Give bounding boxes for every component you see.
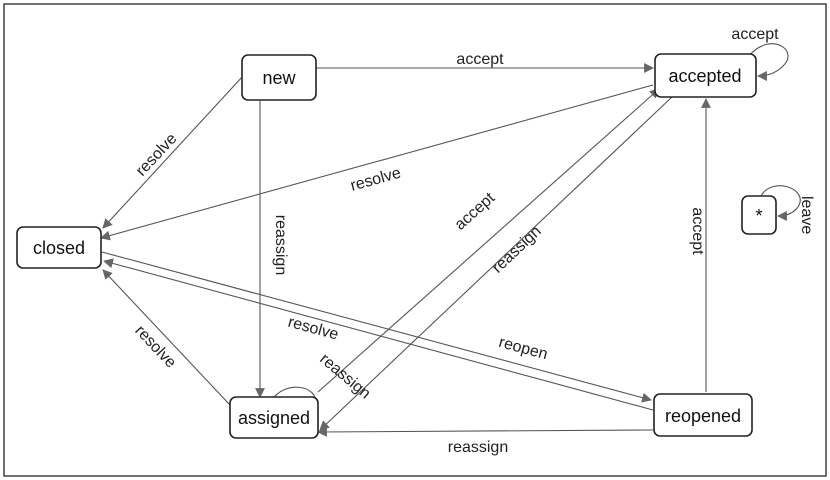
state-any-label: * (755, 206, 762, 226)
edge-assigned-accepted (317, 88, 660, 393)
state-closed-label: closed (33, 238, 85, 258)
label-reopened-accepted: accept (689, 207, 706, 255)
edge-assigned-closed (102, 269, 231, 406)
edge-closed-reopened (101, 251, 652, 403)
edge-reopened-assigned (317, 426, 654, 437)
edge-new-closed (102, 75, 244, 229)
state-closed[interactable]: closed (16, 226, 102, 269)
state-reopened-label: reopened (665, 406, 741, 426)
edge-star-self (759, 185, 801, 221)
label-star-self: leave (798, 196, 815, 234)
edge-reopened-closed (103, 258, 654, 411)
state-any[interactable]: * (741, 195, 777, 235)
state-accepted[interactable]: accepted (654, 53, 757, 98)
state-new[interactable]: new (241, 54, 317, 101)
edge-accepted-closed (100, 84, 654, 241)
edge-accepted-self (747, 43, 789, 81)
state-new-label: new (262, 68, 296, 88)
label-reopened-assigned: reassign (448, 439, 508, 456)
label-new-assigned: reassign (272, 215, 289, 275)
state-assigned[interactable]: assigned (229, 396, 319, 439)
state-assigned-label: assigned (238, 408, 310, 428)
state-accepted-label: accepted (668, 66, 741, 86)
edge-accepted-assigned (319, 96, 673, 431)
label-accepted-self: accept (731, 26, 779, 43)
state-reopened[interactable]: reopened (653, 393, 753, 437)
label-new-accepted: accept (456, 51, 504, 68)
